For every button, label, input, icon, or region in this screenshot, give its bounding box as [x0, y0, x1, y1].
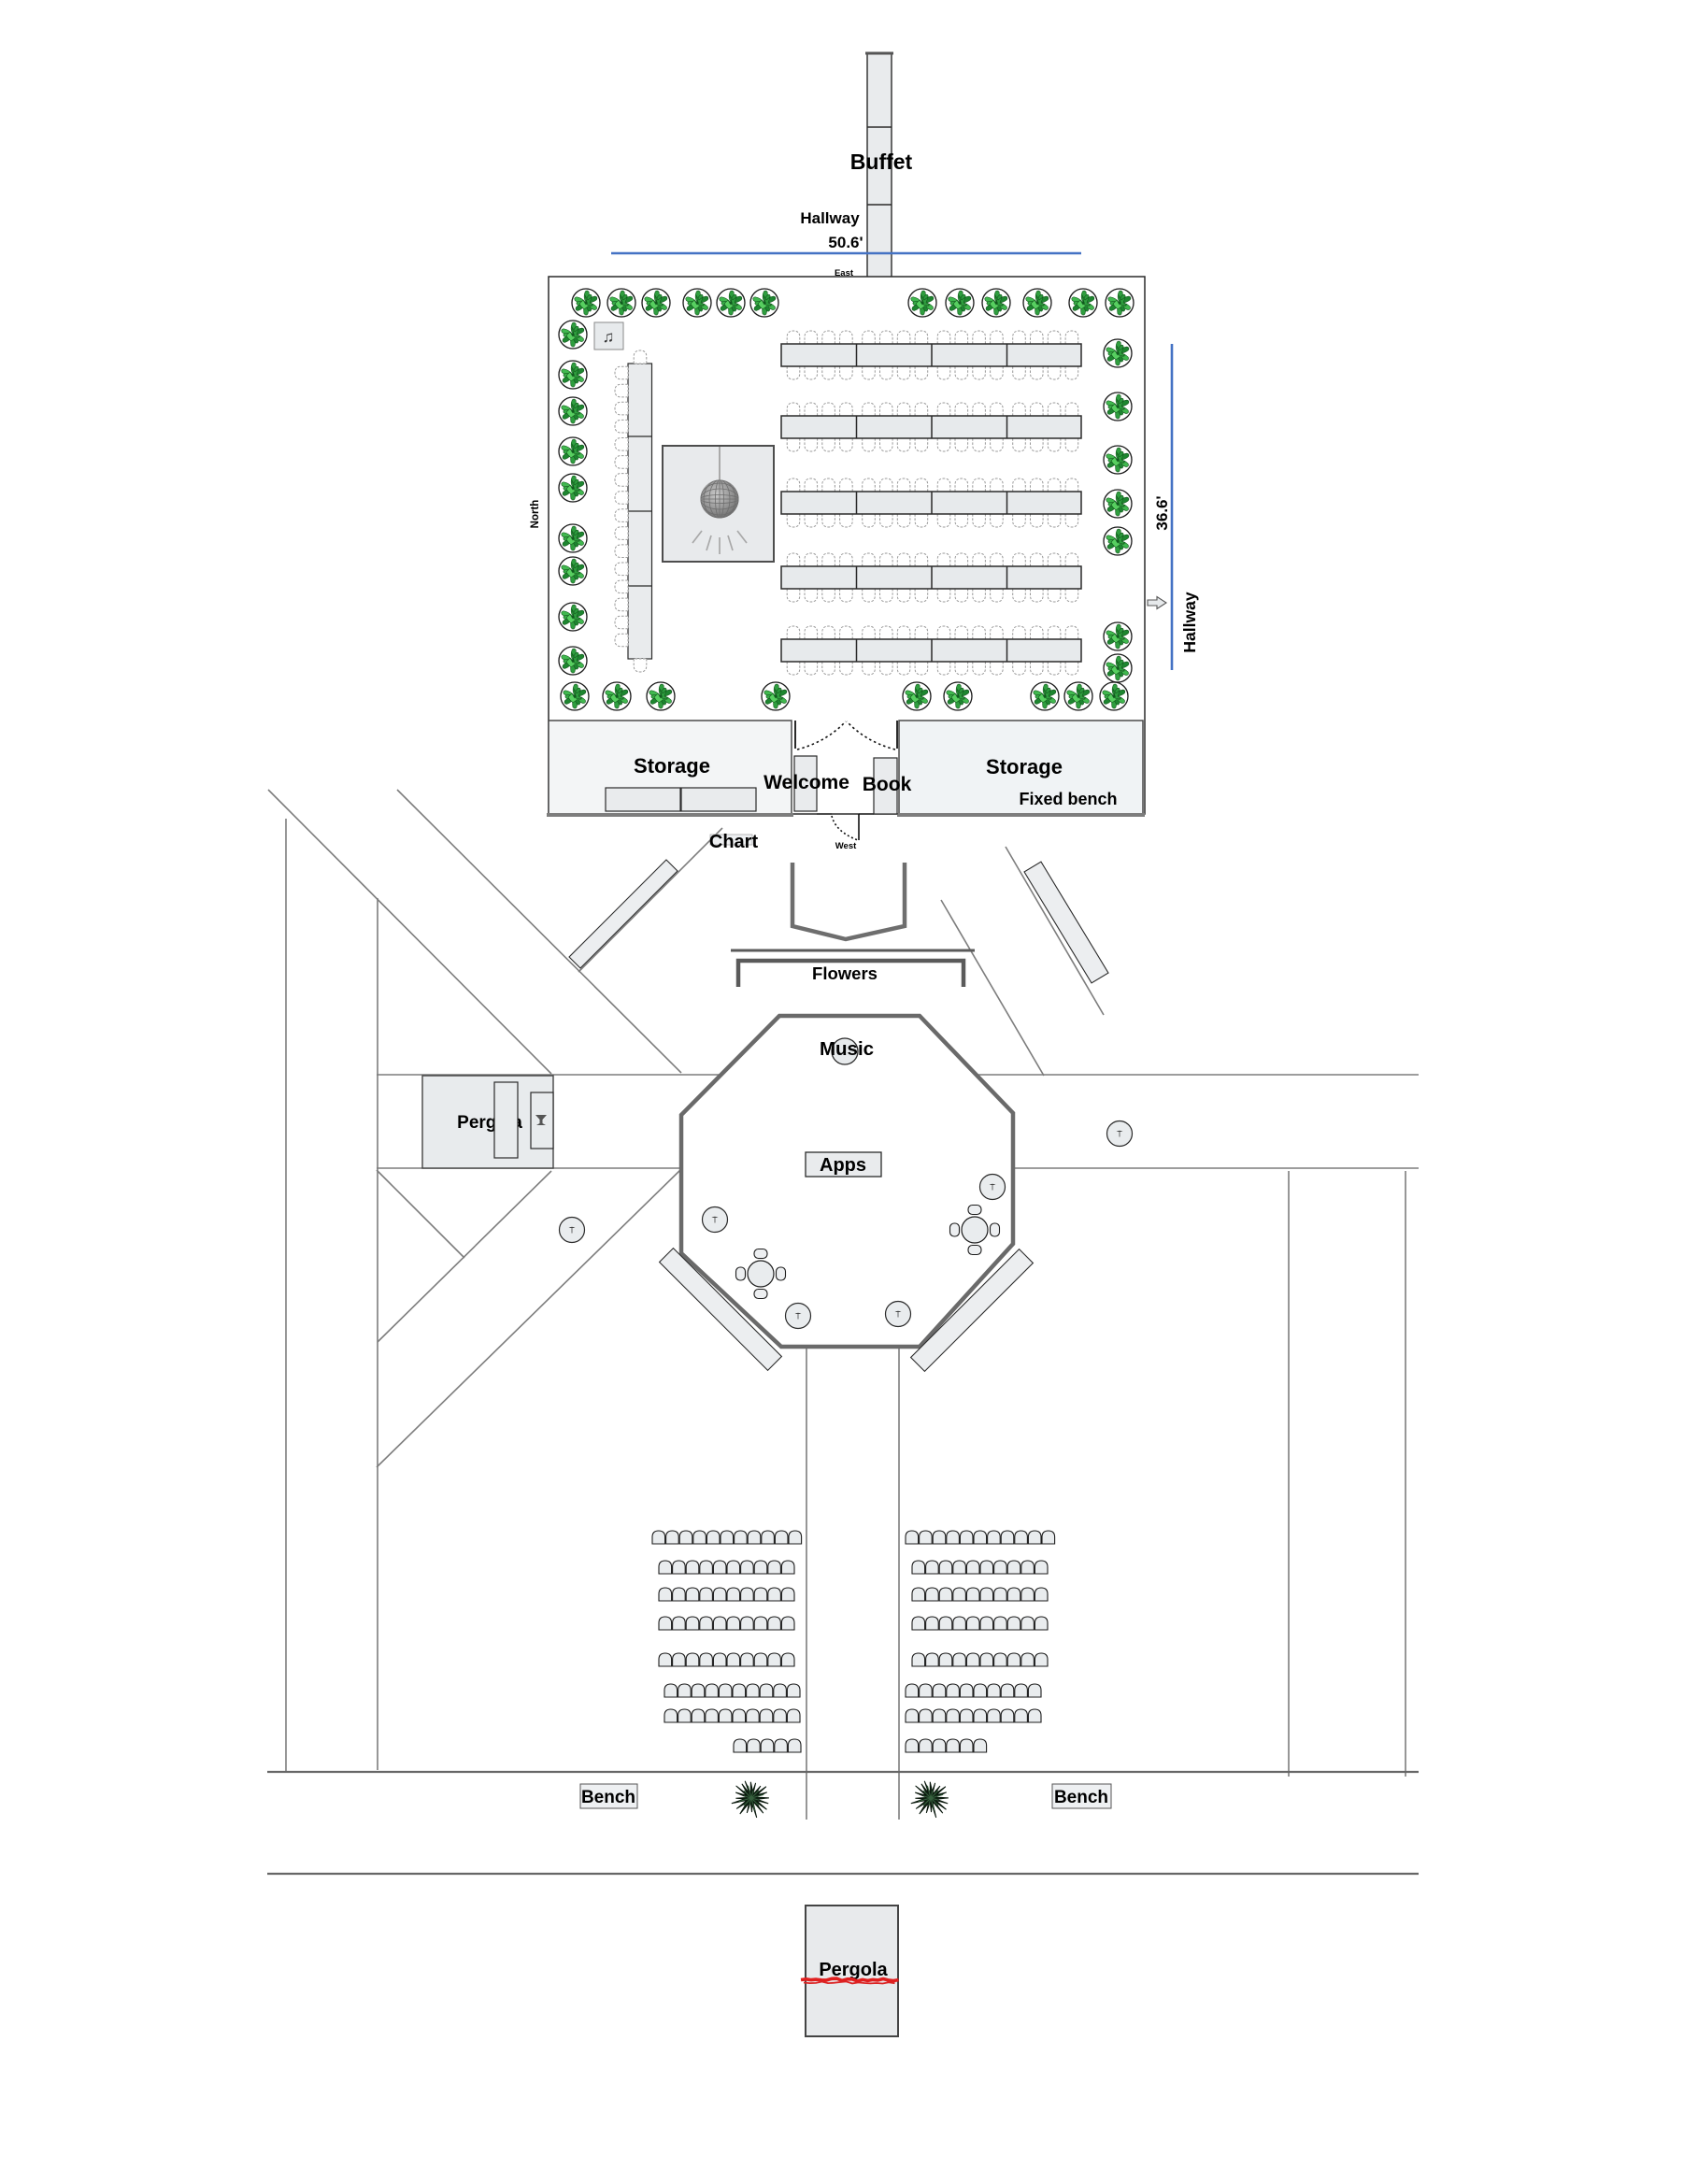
svg-text:Chart: Chart	[709, 832, 759, 852]
svg-text:Welcome: Welcome	[764, 772, 849, 793]
svg-text:Apps: Apps	[820, 1155, 866, 1176]
svg-text:Buffet: Buffet	[850, 150, 913, 174]
svg-text:Bench: Bench	[1054, 1788, 1108, 1807]
svg-text:East: East	[835, 268, 854, 278]
svg-text:Storage: Storage	[986, 755, 1063, 778]
svg-text:Hallway: Hallway	[800, 209, 860, 227]
svg-text:♫: ♫	[603, 328, 615, 346]
svg-text:Storage: Storage	[634, 754, 710, 778]
svg-text:36.6': 36.6'	[1153, 495, 1171, 530]
svg-text:Music: Music	[820, 1038, 874, 1060]
svg-text:Fixed bench: Fixed bench	[1019, 790, 1117, 808]
svg-text:Pergola: Pergola	[819, 1960, 888, 1980]
svg-text:Flowers: Flowers	[812, 964, 878, 983]
svg-text:North: North	[530, 500, 541, 529]
svg-text:Book: Book	[863, 774, 912, 795]
svg-text:Hallway: Hallway	[1180, 592, 1199, 652]
svg-text:West: West	[835, 841, 857, 851]
svg-text:Bench: Bench	[581, 1788, 635, 1807]
svg-text:50.6': 50.6'	[828, 234, 863, 251]
